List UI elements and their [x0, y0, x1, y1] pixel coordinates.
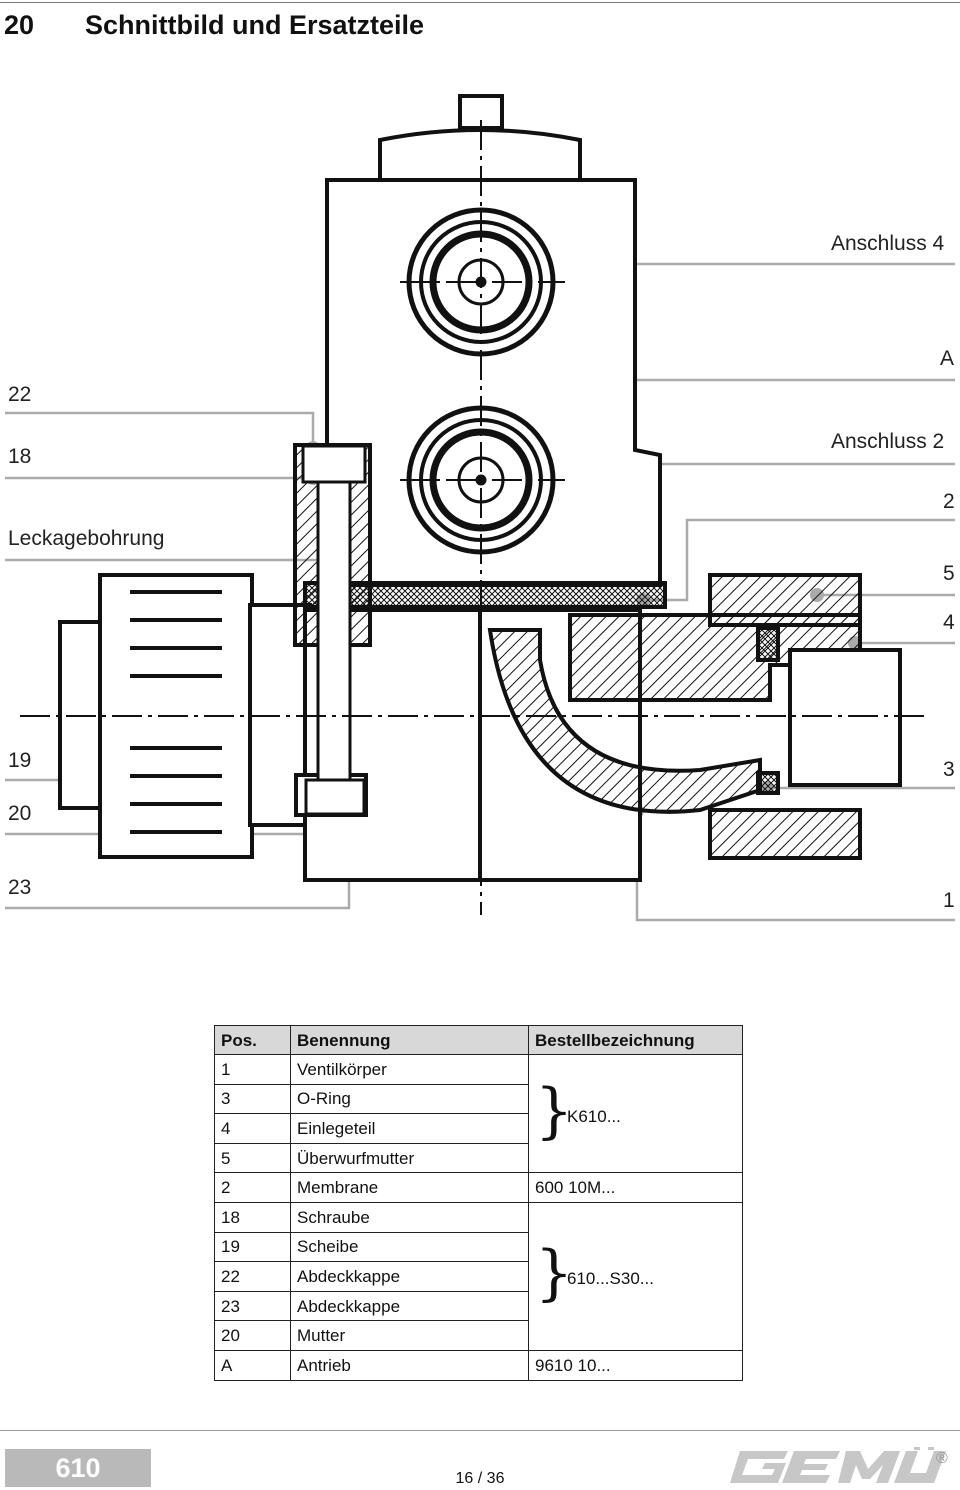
group-code-cell: } K610...	[528, 1053, 743, 1174]
row-name: Ventilkörper	[290, 1054, 529, 1085]
group-code-cell: } 610...S30...	[528, 1201, 743, 1351]
callout-20: 20	[8, 802, 32, 825]
row-name: Abdeckkappe	[290, 1261, 529, 1292]
row-pos: 18	[214, 1201, 291, 1233]
brace-icon: }	[535, 1076, 574, 1146]
table-row: 1 Ventilkörper } K610...	[214, 1053, 743, 1174]
table-row: 2 Membrane 600 10M...	[214, 1172, 743, 1203]
row-name: Abdeckkappe	[290, 1290, 529, 1322]
table-row: 20 Mutter	[214, 1320, 743, 1351]
callout-3: 3	[943, 758, 955, 781]
bolt	[301, 444, 367, 816]
row-pos: 1	[214, 1054, 291, 1085]
center-lines	[20, 120, 925, 915]
row-name: Mutter	[290, 1320, 529, 1351]
row-pos: A	[214, 1349, 291, 1381]
callout-5: 5	[943, 562, 955, 585]
gemu-logo-icon	[730, 1447, 946, 1483]
row-pos: 4	[214, 1113, 291, 1144]
table-row: 3 O-Ring	[214, 1083, 743, 1115]
section-title: Schnittbild und Ersatzteile	[85, 10, 425, 40]
table-header-row: Pos. Benennung Bestellbezeichnung	[214, 1025, 743, 1055]
section-number: 20	[4, 10, 35, 40]
footer-rule	[0, 1430, 960, 1431]
row-pos: 23	[214, 1290, 291, 1322]
callout-a: A	[940, 347, 955, 370]
table-row: 19 Scheibe	[214, 1231, 743, 1263]
callout-leckagebohrung: Leckagebohrung	[8, 527, 165, 550]
callout-19: 19	[8, 749, 32, 772]
callout-anschluss4: Anschluss 4	[831, 232, 945, 255]
page-number: 16 / 36	[455, 1470, 505, 1487]
row-pos: 20	[214, 1320, 291, 1351]
row-code: 9610 10...	[528, 1349, 743, 1381]
table-row: 18 Schraube } 610...S30...	[214, 1201, 743, 1351]
row-name: Scheibe	[290, 1231, 529, 1263]
callout-23: 23	[8, 876, 32, 899]
top-rule	[0, 2, 960, 3]
row-code: 600 10M...	[528, 1172, 743, 1203]
table-row: A Antrieb 9610 10...	[214, 1349, 743, 1381]
callout-22: 22	[8, 383, 32, 406]
row-pos: 3	[214, 1083, 291, 1115]
footer-model-badge: 610	[5, 1449, 151, 1487]
row-pos: 5	[214, 1142, 291, 1174]
table-row: 4 Einlegeteil	[214, 1113, 743, 1144]
callout-2: 2	[943, 490, 955, 513]
row-name: Einlegeteil	[290, 1113, 529, 1144]
col-header-name: Benennung	[290, 1025, 529, 1055]
group-code: 610...S30...	[567, 1268, 654, 1288]
row-name: Antrieb	[290, 1349, 529, 1381]
valve-section-drawing	[5, 94, 955, 922]
callout-anschluss2: Anschluss 2	[831, 430, 945, 453]
col-header-code: Bestellbezeichnung	[528, 1025, 743, 1055]
callout-4: 4	[943, 611, 955, 634]
registered-mark: ®	[936, 1450, 948, 1467]
row-name: Überwurfmutter	[290, 1142, 529, 1174]
parts-table: Pos. Benennung Bestellbezeichnung 1 Vent…	[214, 1025, 743, 1381]
row-pos: 22	[214, 1261, 291, 1292]
row-name: O-Ring	[290, 1083, 529, 1115]
row-pos: 2	[214, 1172, 291, 1203]
group-code: K610...	[567, 1107, 621, 1126]
col-header-pos: Pos.	[214, 1025, 291, 1055]
row-pos: 19	[214, 1231, 291, 1263]
row-name: Membrane	[290, 1172, 529, 1203]
callout-1: 1	[943, 889, 955, 912]
row-name: Schraube	[290, 1201, 529, 1233]
callout-18: 18	[8, 445, 32, 468]
brace-icon: }	[535, 1237, 574, 1308]
union-ribs	[130, 590, 222, 834]
